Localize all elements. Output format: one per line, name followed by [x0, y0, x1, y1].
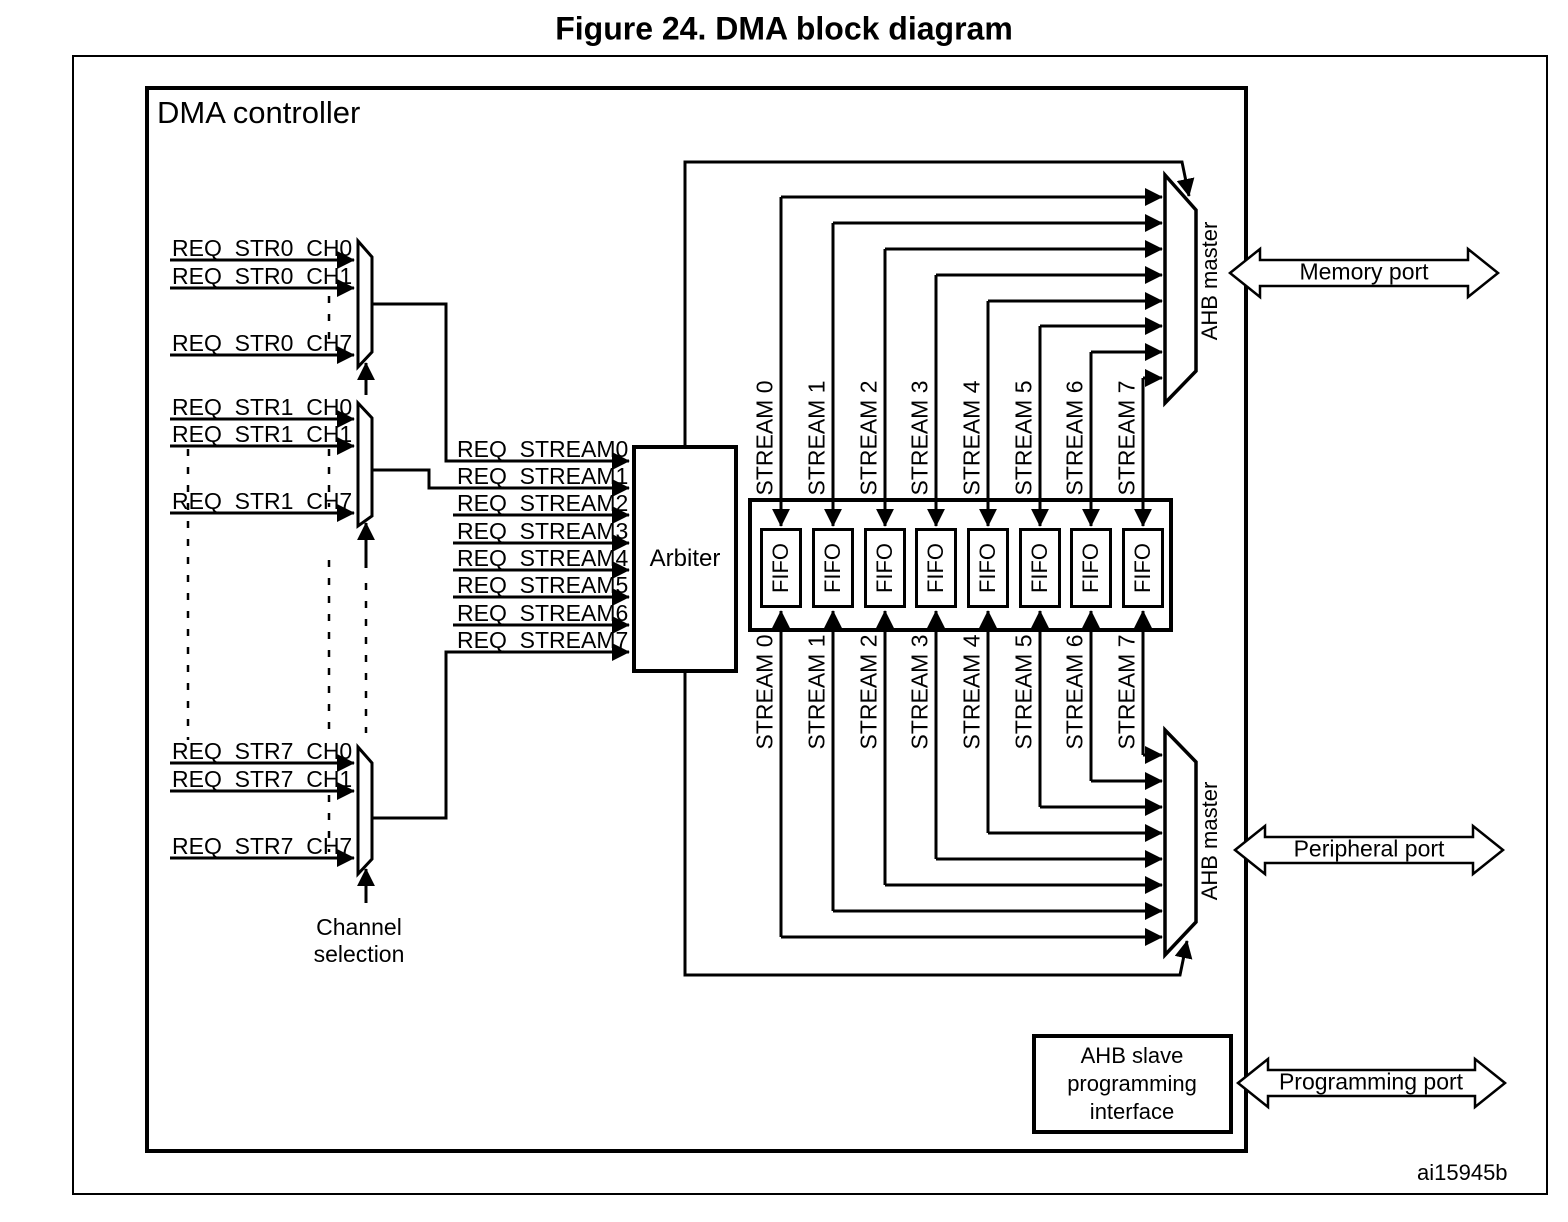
channel-selection-line2: selection	[313, 941, 405, 967]
figure-title: Figure 24. DMA block diagram	[555, 10, 1013, 47]
arbiter-label: Arbiter	[649, 545, 721, 572]
fifo-label-4: FIFO	[975, 542, 1000, 594]
channel-selection-label: Channel selection	[314, 914, 405, 968]
stream-top-label-5: STREAM 5	[1010, 380, 1037, 496]
memory-port-arrow	[1227, 246, 1501, 300]
programming-port-arrow	[1235, 1056, 1508, 1110]
req-str1-ch7-label: REQ_STR1_CH7	[172, 488, 353, 514]
req-str7-ch1-label: REQ_STR7_CH1	[172, 766, 353, 792]
req-stream7-label: REQ_STREAM7	[457, 627, 629, 653]
stream-bottom-label-6: STREAM 6	[1061, 634, 1088, 750]
stream-bottom-label-2: STREAM 2	[855, 634, 882, 750]
req-str1-ch1-label: REQ_STR1_CH1	[172, 421, 353, 447]
fifo-box-7	[1122, 528, 1164, 608]
stream-bottom-wires	[772, 610, 1163, 946]
req-stream2-label: REQ_STREAM2	[457, 490, 629, 516]
fifo-label-7: FIFO	[1130, 542, 1155, 594]
stream-top-label-3: STREAM 3	[906, 380, 933, 496]
req-str7-ch0-label: REQ_STR7_CH0	[172, 738, 353, 764]
stream-top-label-0: STREAM 0	[751, 380, 778, 496]
fifo-box-4	[967, 528, 1009, 608]
programming-port-label: Programming port	[1278, 1068, 1464, 1095]
arbiter-to-top-master-wire	[683, 160, 1195, 447]
stream-bottom-label-0: STREAM 0	[751, 634, 778, 750]
req-str7-ch7-label: REQ_STR7_CH7	[172, 833, 353, 859]
req-stream1-label: REQ_STREAM1	[457, 463, 629, 489]
ahb-slave-label: AHB slave programming interface	[1067, 1042, 1197, 1126]
req-str0-ch0-label: REQ_STR0_CH0	[172, 235, 353, 261]
req-str1-ch0-label: REQ_STR1_CH0	[172, 394, 353, 420]
req-stream3-label: REQ_STREAM3	[457, 518, 629, 544]
stream-top-label-1: STREAM 1	[803, 380, 830, 496]
ahb-slave-line1: AHB slave	[1080, 1043, 1184, 1068]
stream-top-label-6: STREAM 6	[1061, 380, 1088, 496]
ahb-master-bottom-label: AHB master	[1197, 781, 1222, 901]
req-stream0-label: REQ_STREAM0	[457, 436, 629, 462]
fifo-box-0	[760, 528, 802, 608]
fifo-box-3	[915, 528, 957, 608]
figure-code: ai15945b	[1417, 1160, 1508, 1185]
fifo-label-2: FIFO	[872, 542, 897, 594]
fifo-box-2	[864, 528, 906, 608]
dma-controller-label: DMA controller	[157, 95, 361, 130]
memory-port-label: Memory port	[1299, 258, 1429, 285]
channel-mux-0	[356, 237, 374, 371]
arbiter-to-bottom-master-wire	[683, 671, 1193, 977]
req-str0-wires	[170, 251, 355, 364]
fifo-container-box	[748, 498, 1173, 632]
fifo-box-5	[1019, 528, 1061, 608]
peripheral-port-label: Peripheral port	[1293, 835, 1445, 862]
ahb-master-bottom-shape	[1163, 725, 1198, 960]
peripheral-port-arrow	[1232, 823, 1506, 877]
figure-outer-frame	[72, 55, 1548, 1195]
req-str7-wires	[170, 754, 355, 867]
ahb-slave-line3: interface	[1089, 1099, 1175, 1124]
ellipsis-dashed-lines	[186, 296, 368, 852]
req-str1-wires	[170, 410, 355, 522]
stream-bottom-label-4: STREAM 4	[958, 634, 985, 750]
dma-controller-box	[145, 86, 1248, 1153]
stream-bottom-label-3: STREAM 3	[906, 634, 933, 750]
stream-bottom-label-5: STREAM 5	[1010, 634, 1037, 750]
stream-top-label-4: STREAM 4	[958, 380, 985, 496]
channel-mux-7	[356, 743, 374, 878]
req-stream5-label: REQ_STREAM5	[457, 572, 629, 598]
fifo-label-1: FIFO	[820, 542, 845, 594]
stream-top-wires	[772, 188, 1163, 527]
stream-top-label-2: STREAM 2	[855, 380, 882, 496]
stream-bottom-label-7: STREAM 7	[1113, 634, 1140, 750]
req-str0-ch1-label: REQ_STR0_CH1	[172, 263, 353, 289]
req-stream4-label: REQ_STREAM4	[457, 545, 629, 571]
channel-selection-line1: Channel	[316, 914, 402, 940]
stream-bottom-label-1: STREAM 1	[803, 634, 830, 750]
ahb-master-top-shape	[1163, 170, 1198, 408]
channel-mux-1	[356, 399, 374, 529]
fifo-label-3: FIFO	[923, 542, 948, 594]
fifo-label-0: FIFO	[768, 542, 793, 594]
req-stream6-label: REQ_STREAM6	[457, 600, 629, 626]
fifo-label-5: FIFO	[1027, 542, 1052, 594]
fifo-box-6	[1070, 528, 1112, 608]
fifo-box-1	[812, 528, 854, 608]
req-str0-ch7-label: REQ_STR0_CH7	[172, 330, 353, 356]
ahb-slave-box	[1032, 1034, 1233, 1134]
stream-top-label-7: STREAM 7	[1113, 380, 1140, 496]
req-stream-wires	[372, 302, 630, 820]
ahb-master-top-label: AHB master	[1197, 221, 1222, 341]
fifo-label-6: FIFO	[1078, 542, 1103, 594]
ahb-slave-line2: programming	[1067, 1071, 1197, 1096]
